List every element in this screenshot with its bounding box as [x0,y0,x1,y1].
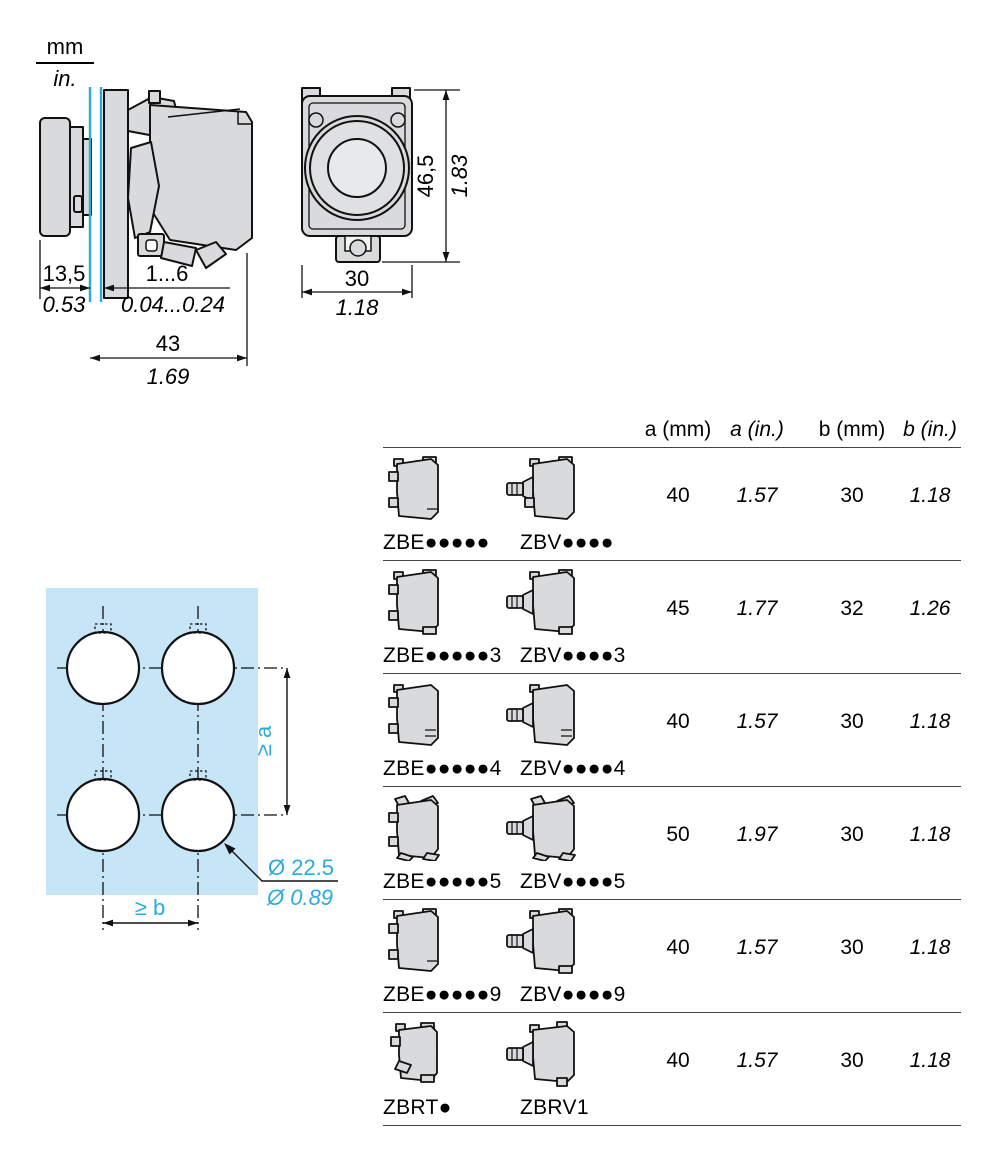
front-width-in-label: 1.18 [336,295,380,320]
zbe-contact-block-icon [388,456,439,520]
product-reference-zbe: ZBE●●●●● [383,531,490,554]
zbrt-contact-block-icon [390,1022,438,1083]
panel-surface [46,588,258,895]
template-dimension-arrows [103,668,291,927]
col-header-a-mm: a (mm) [644,418,712,441]
value-b-mm: 30 [840,936,864,959]
value-a-in: 1.57 [736,710,778,733]
col-header-a-in: a (in.) [730,418,784,441]
value-a-in: 1.77 [736,597,778,620]
table-row: ZBE●●●●●9 ZBV●●●●9 40 1.57 30 1.18 [383,900,961,1013]
product-reference-zbe: ZBE●●●●●9 [383,983,502,1006]
zbrv-light-block-icon [506,1021,575,1087]
table-row: ZBE●●●●●4 ZBV●●●●4 40 1.57 30 1.18 [383,674,961,787]
zbe-contact-block-icon [388,908,439,972]
pushbutton-side-art [39,89,253,299]
zbv-light-block-icon [506,795,576,861]
product-reference-zbv: ZBV●●●●4 [520,757,626,780]
zbe-contact-block-icon [388,795,440,861]
front-height-mm-label: 46,5 [413,155,438,198]
value-b-in: 1.18 [909,823,951,846]
panel-thickness-mm-label: 1...6 [146,261,189,286]
product-reference-zbv: ZBV●●●●5 [520,870,626,893]
zbv-light-block-icon [506,908,575,974]
table-row: ZBE●●●●●3 ZBV●●●●3 45 1.77 32 1.26 [383,561,961,674]
table-row: ZBRT● ZBRV1 40 1.57 30 1.18 [383,1013,961,1126]
value-a-mm: 40 [666,936,690,959]
value-a-mm: 40 [666,1049,690,1072]
product-reference-zbv: ZBV●●●● [520,531,614,554]
value-b-mm: 30 [840,484,864,507]
drilling-template-diagram: ≥ a ≥ b Ø 22.5 Ø 0.89 [46,588,338,930]
value-a-in: 1.57 [736,1049,778,1072]
value-b-mm: 30 [840,710,864,733]
front-width-mm-label: 30 [345,266,369,291]
flange-depth-in-label: 0.53 [43,292,87,317]
zbv-light-block-icon [506,569,575,635]
side-dimension-arrows [40,284,247,362]
value-b-mm: 30 [840,823,864,846]
product-reference-zbe: ZBE●●●●●3 [383,644,502,667]
template-dimension-lines [103,668,338,924]
body-depth-in-label: 1.69 [147,364,190,389]
body-depth-mm-label: 43 [156,331,180,356]
value-b-in: 1.26 [909,597,951,620]
col-header-b-in: b (in.) [903,418,957,441]
flange-depth-mm-label: 13,5 [43,261,86,286]
value-b-in: 1.18 [909,710,951,733]
hole-diameter-in-label: Ø 0.89 [266,885,333,910]
zbv-light-block-icon [506,456,575,520]
table-row: ZBE●●●●● ZBV●●●● 40 1.57 30 1.18 [383,448,961,561]
value-a-mm: 40 [666,710,690,733]
value-a-mm: 40 [666,484,690,507]
side-view-drawing: 13,5 0.53 1...6 0.04...0.24 43 1.69 [39,87,253,389]
value-a-mm: 50 [666,823,690,846]
value-b-in: 1.18 [909,1049,951,1072]
value-a-in: 1.57 [736,936,778,959]
table-row: ZBE●●●●●5 ZBV●●●●5 50 1.97 30 1.18 [383,787,961,900]
zbv-light-block-icon [506,684,575,746]
value-b-mm: 30 [840,1049,864,1072]
front-dimension-arrows [302,90,450,296]
value-a-mm: 45 [666,597,690,620]
product-reference-zbv: ZBV●●●●3 [520,644,626,667]
front-height-in-label: 1.83 [447,154,472,198]
panel-thickness-in-label: 0.04...0.24 [121,292,225,317]
units-metric-label: mm [36,34,94,64]
anti-rotation-notches [94,623,207,781]
value-b-mm: 32 [840,597,864,620]
col-header-b-mm: b (mm) [818,418,886,441]
product-reference-zbe: ZBE●●●●●5 [383,870,502,893]
hole-diameter-mm-label: Ø 22.5 [268,855,334,880]
value-b-in: 1.18 [909,936,951,959]
drill-holes [65,630,236,853]
panel-thickness-lines [88,87,103,302]
horizontal-pitch-label: ≥ b [135,895,165,920]
pushbutton-front-art [301,87,413,263]
product-reference-zbrt: ZBRT● [383,1096,452,1119]
units-imperial-label: in. [53,66,77,91]
value-b-in: 1.18 [909,484,951,507]
product-reference-zbv: ZBV●●●●9 [520,983,626,1006]
vertical-pitch-label: ≥ a [251,725,276,756]
units-legend: mm in. [36,34,94,92]
zbe-contact-block-icon [388,684,439,746]
value-a-in: 1.97 [736,823,778,846]
table-header-row: a (mm) a (in.) b (mm) b (in.) [383,410,961,448]
front-view-drawing: 46,5 1.83 30 1.18 [301,87,472,320]
front-dimension-lines [301,89,460,298]
product-reference-zbe: ZBE●●●●●4 [383,757,502,780]
value-a-in: 1.57 [736,484,778,507]
dimension-table: a (mm) a (in.) b (mm) b (in.) [383,410,961,1126]
zbe-contact-block-icon [388,569,439,635]
product-reference-zbrv: ZBRV1 [520,1096,589,1119]
